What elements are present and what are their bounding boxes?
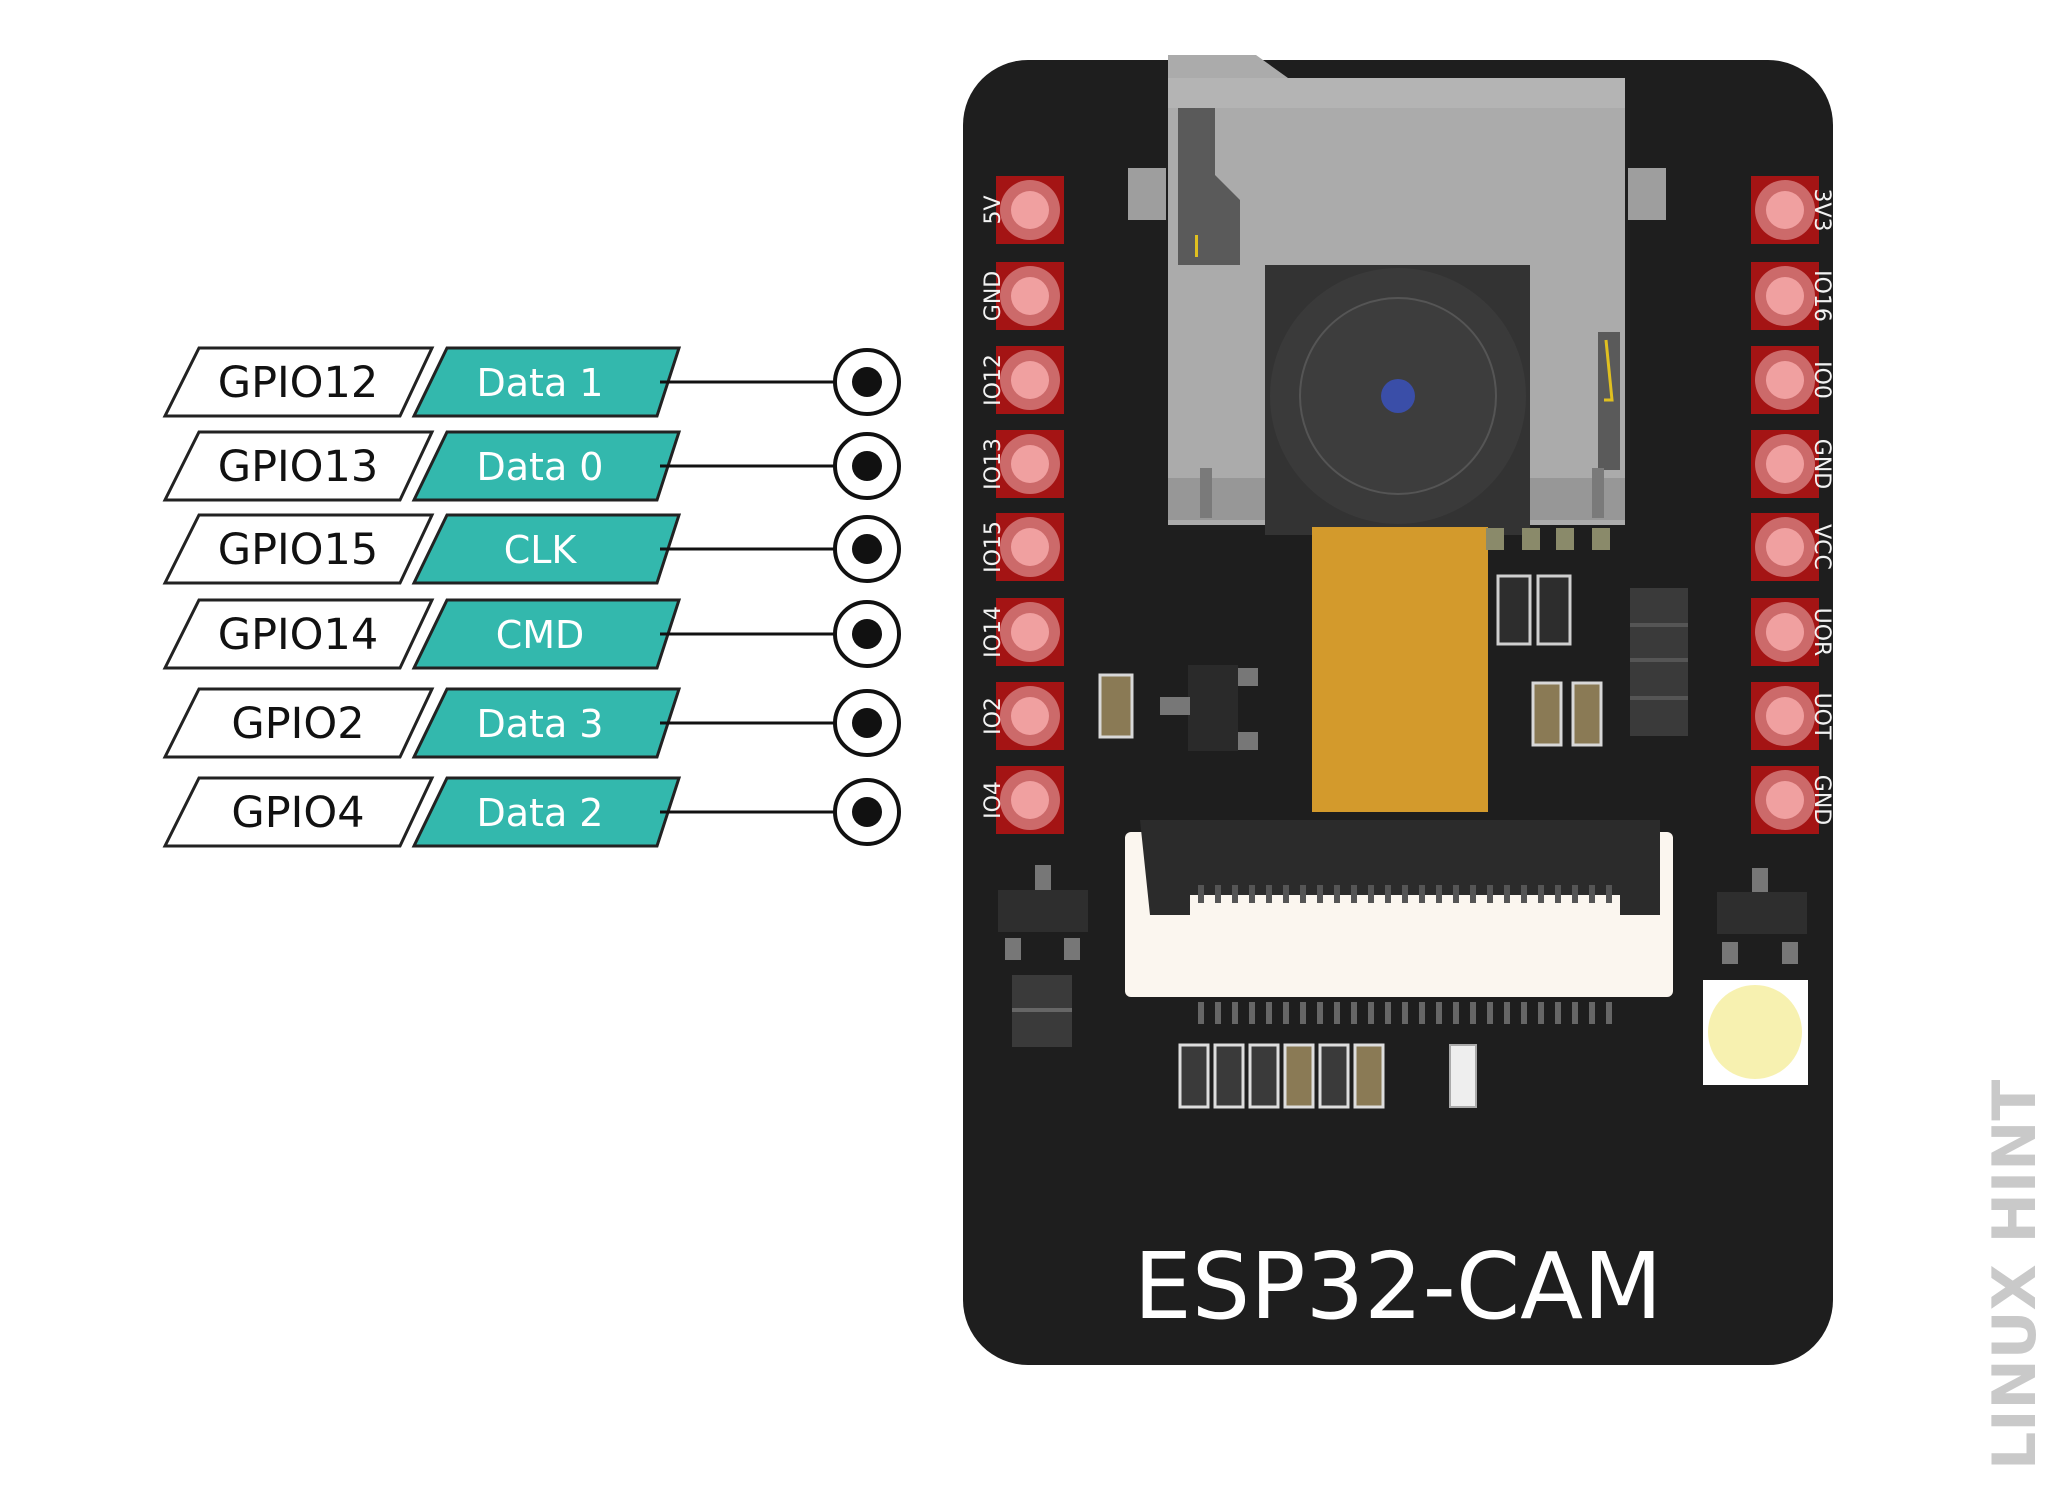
gpio-label: GPIO13	[218, 442, 379, 492]
mapping-row: GPIO4 Data 2	[162, 776, 901, 848]
gpio-tag	[162, 776, 435, 848]
mapping-row: GPIO2 Data 3	[162, 687, 901, 759]
pin-label-right: IO0	[1809, 361, 1834, 399]
pin-pad-left	[996, 262, 1064, 330]
pin-label-left: GND	[981, 271, 1006, 321]
function-label: Data 3	[477, 702, 604, 746]
function-label: CMD	[496, 613, 585, 657]
pin-label-left: IO4	[981, 781, 1006, 819]
function-tag	[411, 430, 682, 502]
board-title: ESP32-CAM	[1134, 1233, 1663, 1340]
pin-pad-left	[996, 682, 1064, 750]
gpio-tag	[162, 513, 435, 585]
pin-pad-right	[1751, 430, 1819, 498]
gpio-label: GPIO12	[218, 358, 379, 408]
pin-label-left: IO13	[981, 438, 1006, 490]
connector-node-dot	[852, 797, 882, 827]
flash-led	[1703, 980, 1808, 1085]
gpio-label: GPIO14	[218, 610, 379, 660]
pin-label-right: IO16	[1809, 270, 1834, 322]
pin-pad-left	[996, 598, 1064, 666]
pin-pad-left	[996, 766, 1064, 834]
function-label: Data 1	[477, 361, 604, 405]
pin-pad-right	[1751, 766, 1819, 834]
pin-pad-left	[996, 346, 1064, 414]
pin-pad-left	[996, 176, 1064, 244]
pin-label-left: 5V	[981, 195, 1006, 224]
pin-pad-right	[1751, 346, 1819, 414]
function-tag	[411, 776, 682, 848]
camera-ribbon-cable	[1312, 527, 1488, 812]
pin-label-right: VCC	[1809, 524, 1834, 570]
function-tag	[411, 598, 682, 670]
pin-label-right: GND	[1809, 439, 1834, 489]
mapping-row: GPIO14 CMD	[162, 598, 901, 670]
pin-label-left: IO12	[981, 354, 1006, 406]
bottom-resistors	[1178, 1043, 1477, 1109]
smd-components	[998, 528, 1807, 1047]
pin-label-right: 3V3	[1809, 188, 1834, 231]
function-label: Data 2	[477, 791, 604, 835]
pin-pad-right	[1751, 513, 1819, 581]
mapping-row: GPIO15 CLK	[162, 513, 901, 585]
pin-pad-left	[996, 430, 1064, 498]
gpio-tag	[162, 430, 435, 502]
pin-label-right: UOR	[1809, 608, 1834, 657]
pin-label-left: IO14	[981, 606, 1006, 658]
gpio-label: GPIO15	[218, 525, 379, 575]
connector-node-dot	[852, 451, 882, 481]
fpc-connector	[1125, 820, 1673, 1024]
function-tag	[411, 513, 682, 585]
pin-label-left: IO15	[981, 521, 1006, 573]
pin-pad-right	[1751, 598, 1819, 666]
watermark-text: LINUX HINT	[1980, 1080, 2048, 1470]
function-label: CLK	[504, 528, 578, 572]
gpio-tag	[162, 598, 435, 670]
connector-node-dot	[852, 367, 882, 397]
pin-pad-right	[1751, 176, 1819, 244]
camera-module	[1265, 265, 1530, 535]
mapping-row: GPIO12 Data 1	[162, 346, 901, 418]
connector-node-dot	[852, 619, 882, 649]
connector-node-dot	[852, 708, 882, 738]
function-label: Data 0	[477, 445, 604, 489]
mapping-row: GPIO13 Data 0	[162, 430, 901, 502]
gpio-tag	[162, 687, 435, 759]
function-tag	[411, 346, 682, 418]
gpio-tag	[162, 346, 435, 418]
pin-label-left: IO2	[981, 697, 1006, 735]
connector-node-dot	[852, 534, 882, 564]
pin-label-right: UOT	[1809, 693, 1834, 740]
pin-label-right: GND	[1809, 775, 1834, 825]
gpio-label: GPIO2	[231, 699, 364, 749]
function-tag	[411, 687, 682, 759]
gpio-label: GPIO4	[231, 788, 364, 838]
pin-pad-right	[1751, 682, 1819, 750]
pin-pad-right	[1751, 262, 1819, 330]
pin-pad-left	[996, 513, 1064, 581]
